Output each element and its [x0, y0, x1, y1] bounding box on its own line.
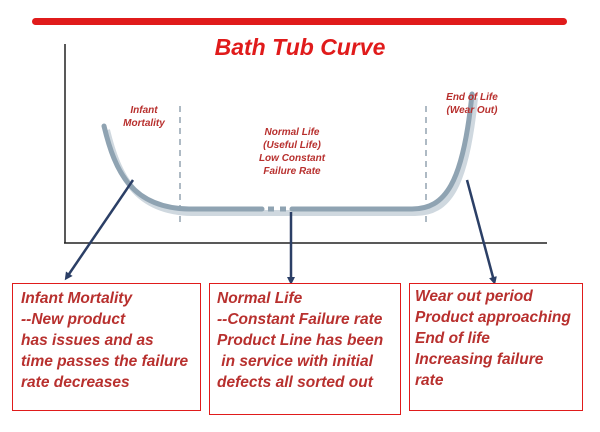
normal-life-text: Normal Life --Constant Failure rate Prod…: [217, 290, 384, 391]
infant-mortality-box: [12, 283, 201, 411]
top-accent-bar: [32, 18, 567, 25]
phase-label-normal: Normal Life (Useful Life) Low Constant F…: [258, 127, 326, 177]
normal-life-box: [209, 283, 401, 415]
arrow-infant: [64, 179, 135, 281]
bathtub-curve-right: [289, 91, 475, 212]
arrow-wearout: [465, 179, 497, 285]
wear-out-text: Wear out period Product approaching End …: [415, 288, 571, 389]
diagram-title: Bath Tub Curve: [214, 34, 386, 60]
phase-label-infant: Infant Mortality: [123, 105, 165, 129]
phase-label-wearout: End of Life (Wear Out): [446, 92, 498, 116]
wear-out-box: [409, 283, 583, 411]
bathtub-curve-left: [101, 123, 265, 212]
infant-mortality-text: Infant Mortality --New product has issue…: [21, 290, 189, 391]
